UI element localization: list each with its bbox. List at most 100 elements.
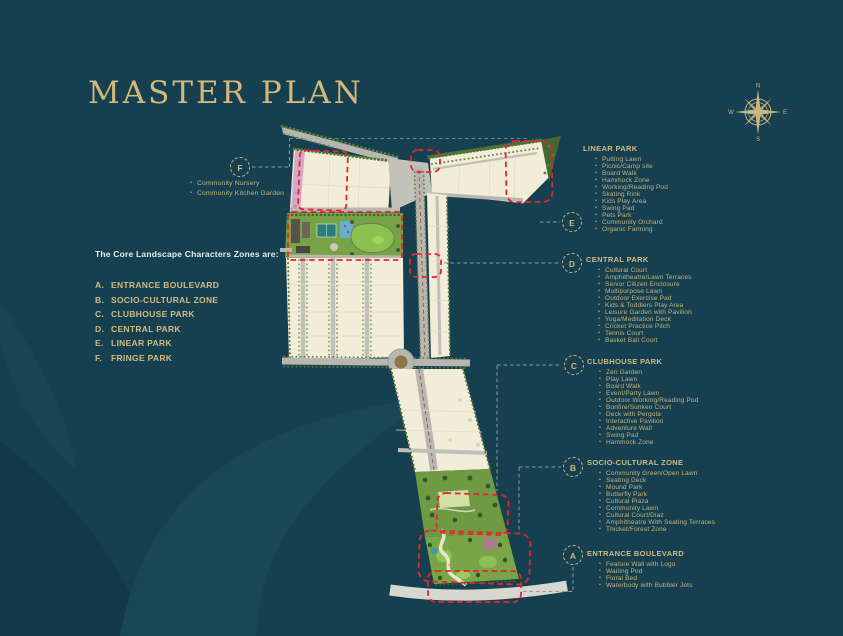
amenity-item: •Skating Rink <box>595 191 641 198</box>
roundabout-road <box>281 348 471 376</box>
section-socio-cultural-zone: SOCIO-CULTURAL ZONE •Community Green/Ope… <box>587 459 777 534</box>
bottom-access-road <box>389 580 568 601</box>
amenity-item: •Bonfire/Sunken Court <box>599 404 672 411</box>
amenity-item: •Amphitheatre With Seating Terraces <box>599 519 716 526</box>
clubhouse-amenity-area <box>280 213 404 259</box>
amenity-item: •Mound Park <box>599 484 643 491</box>
amenity-item: •Outdoor Exercise Pad <box>598 295 672 302</box>
zones-legend: A.ENTRANCE BOULEVARD B.SOCIO-CULTURAL ZON… <box>95 281 335 369</box>
amenity-item: •Waterbody with Bubbler Jets <box>599 582 693 589</box>
amenity-item: •Community Green/Open Lawn <box>599 470 698 477</box>
amenity-item: •Organic Farming <box>595 226 653 233</box>
amenity-item: •Basket Ball Court <box>598 337 658 344</box>
amenity-item: •Waiting Pod <box>599 568 643 575</box>
zone-marker-a: A <box>563 545 583 565</box>
amenity-item: •Cultural Court/Diaz <box>599 512 664 519</box>
amenity-item: •Community Lawn <box>599 505 659 512</box>
zone-highlight-box <box>427 570 522 603</box>
zone-legend-item: A.ENTRANCE BOULEVARD <box>95 280 220 290</box>
lower-plot-strip <box>389 367 492 473</box>
zone-highlight-box <box>409 253 442 278</box>
page-title: MASTER PLAN <box>88 74 364 111</box>
amenity-item: •Zen Garden <box>599 369 643 376</box>
zone-legend-item: F.FRINGE PARK <box>95 352 173 363</box>
zones-intro-heading: The Core Landscape Characters Zones are: <box>95 249 279 259</box>
amenity-item: •Pets Park <box>595 212 632 219</box>
zone-highlight-box <box>417 529 532 586</box>
zone-marker-e: E <box>562 212 582 232</box>
compass-rose-icon: N S W E <box>728 84 787 143</box>
section-title: LINEAR PARK <box>583 144 638 153</box>
zone-leader-lines <box>252 138 574 592</box>
amenity-item: •Putting Lawn <box>595 156 642 163</box>
top-right-parcel <box>427 136 561 204</box>
zone-highlight-box <box>297 149 349 212</box>
section-clubhouse-park: CLUBHOUSE PARK •Zen Garden•Play Lawn•Boa… <box>587 357 777 447</box>
zone-marker-b: B <box>563 457 583 477</box>
amenity-item: •Interactive Pavilion <box>599 418 664 425</box>
section-title: CENTRAL PARK <box>586 255 649 264</box>
amenity-item: •Kids Play Area <box>595 198 647 205</box>
compass-south-label: S <box>756 137 760 142</box>
zone-highlight-box <box>435 492 510 536</box>
amenity-item: •Community Orchard <box>595 219 663 226</box>
top-left-parcel <box>289 147 400 213</box>
compass-east-label: E <box>783 110 787 116</box>
zone-legend-item: E.LINEAR PARK <box>95 338 172 349</box>
amenity-item: •Cultural Court <box>598 267 648 274</box>
entrance-boulevard-area <box>425 528 519 587</box>
zone-highlight-box <box>410 149 441 173</box>
amenity-item: •Picnic/Camp site <box>595 163 653 170</box>
right-plot-strip <box>427 193 452 358</box>
zone-legend-item: C.CLUBHOUSE PARK <box>95 309 195 320</box>
amenity-item: •Outdoor Working/Reading Pod <box>599 397 699 404</box>
socio-cultural-area <box>415 469 507 537</box>
amenity-item: •Cultural Plaza <box>599 498 649 505</box>
compass-west-label: W <box>728 110 734 116</box>
zone-legend-item: B.SOCIO-CULTURAL ZONE <box>95 294 219 305</box>
amenity-item: •Cricket Practice Pitch <box>598 323 671 330</box>
amenity-item: •Senior Citizen Enclosure <box>598 281 680 288</box>
zone-marker-f: F <box>230 157 250 177</box>
amenity-item: •Leisure Garden with Pavilion <box>598 309 692 316</box>
amenity-item: •Tennis Court <box>598 330 644 337</box>
zone-highlight-box <box>287 211 403 261</box>
zone-legend-item: D.CENTRAL PARK <box>95 323 181 334</box>
section-entrance-boulevard: ENTRANCE BOULEVARD •Feature Wall with Lo… <box>587 549 777 590</box>
road-junction <box>388 158 432 211</box>
amenity-item: •Working/Reading Pod <box>595 184 668 191</box>
central-plots-block <box>286 258 404 360</box>
fringe-road-spur <box>280 124 400 165</box>
amenity-item: •Play Lawn <box>599 376 638 383</box>
amenity-item: •Board Walk <box>599 383 641 390</box>
amenity-item: •Hammock Zone <box>599 439 654 446</box>
zone-highlight-boxes <box>287 139 554 603</box>
amenity-item: •Thicket/Forest Zone <box>599 526 667 533</box>
amenity-item: •Butterfly Park <box>599 491 648 498</box>
zone-marker-d: D <box>562 253 582 273</box>
amenity-item: •Board Walk <box>595 170 637 177</box>
section-linear-park: LINEAR PARK •Putting Lawn•Picnic/Camp si… <box>583 144 773 234</box>
amenity-item: •Swing Pad <box>595 205 635 212</box>
amenity-item: •Floral Bed <box>599 575 638 582</box>
amenity-item: •Amphitheatre/Lawn Terraces <box>598 274 692 281</box>
section-central-park: CENTRAL PARK •Cultural Court•Amphitheatr… <box>586 255 776 345</box>
compass-north-label: N <box>756 84 760 90</box>
fringe-park-item: •Community Kitchen Garden <box>190 189 285 197</box>
amenity-item: •Adventure Wall <box>599 425 652 432</box>
amenity-item: •Deck with Pergola <box>599 411 661 418</box>
amenity-item: •Hammock Zone <box>595 177 650 184</box>
amenity-item: •Multipurpose Lawn <box>598 288 663 295</box>
section-title: CLUBHOUSE PARK <box>587 357 663 366</box>
amenity-item: •Seating Deck <box>599 477 647 484</box>
amenity-item: •Event/Party Lawn <box>599 390 660 397</box>
amenity-item: •Kids & Toddlers Play Area <box>598 302 684 309</box>
amenity-item: •Swing Pad <box>599 432 639 439</box>
fringe-park-item: •Community Nursery <box>190 180 260 187</box>
zone-highlight-box <box>504 139 554 204</box>
amenity-item: •Feature Wall with Logo <box>599 561 676 568</box>
zone-marker-c: C <box>564 355 584 375</box>
section-title: ENTRANCE BOULEVARD <box>587 549 684 558</box>
